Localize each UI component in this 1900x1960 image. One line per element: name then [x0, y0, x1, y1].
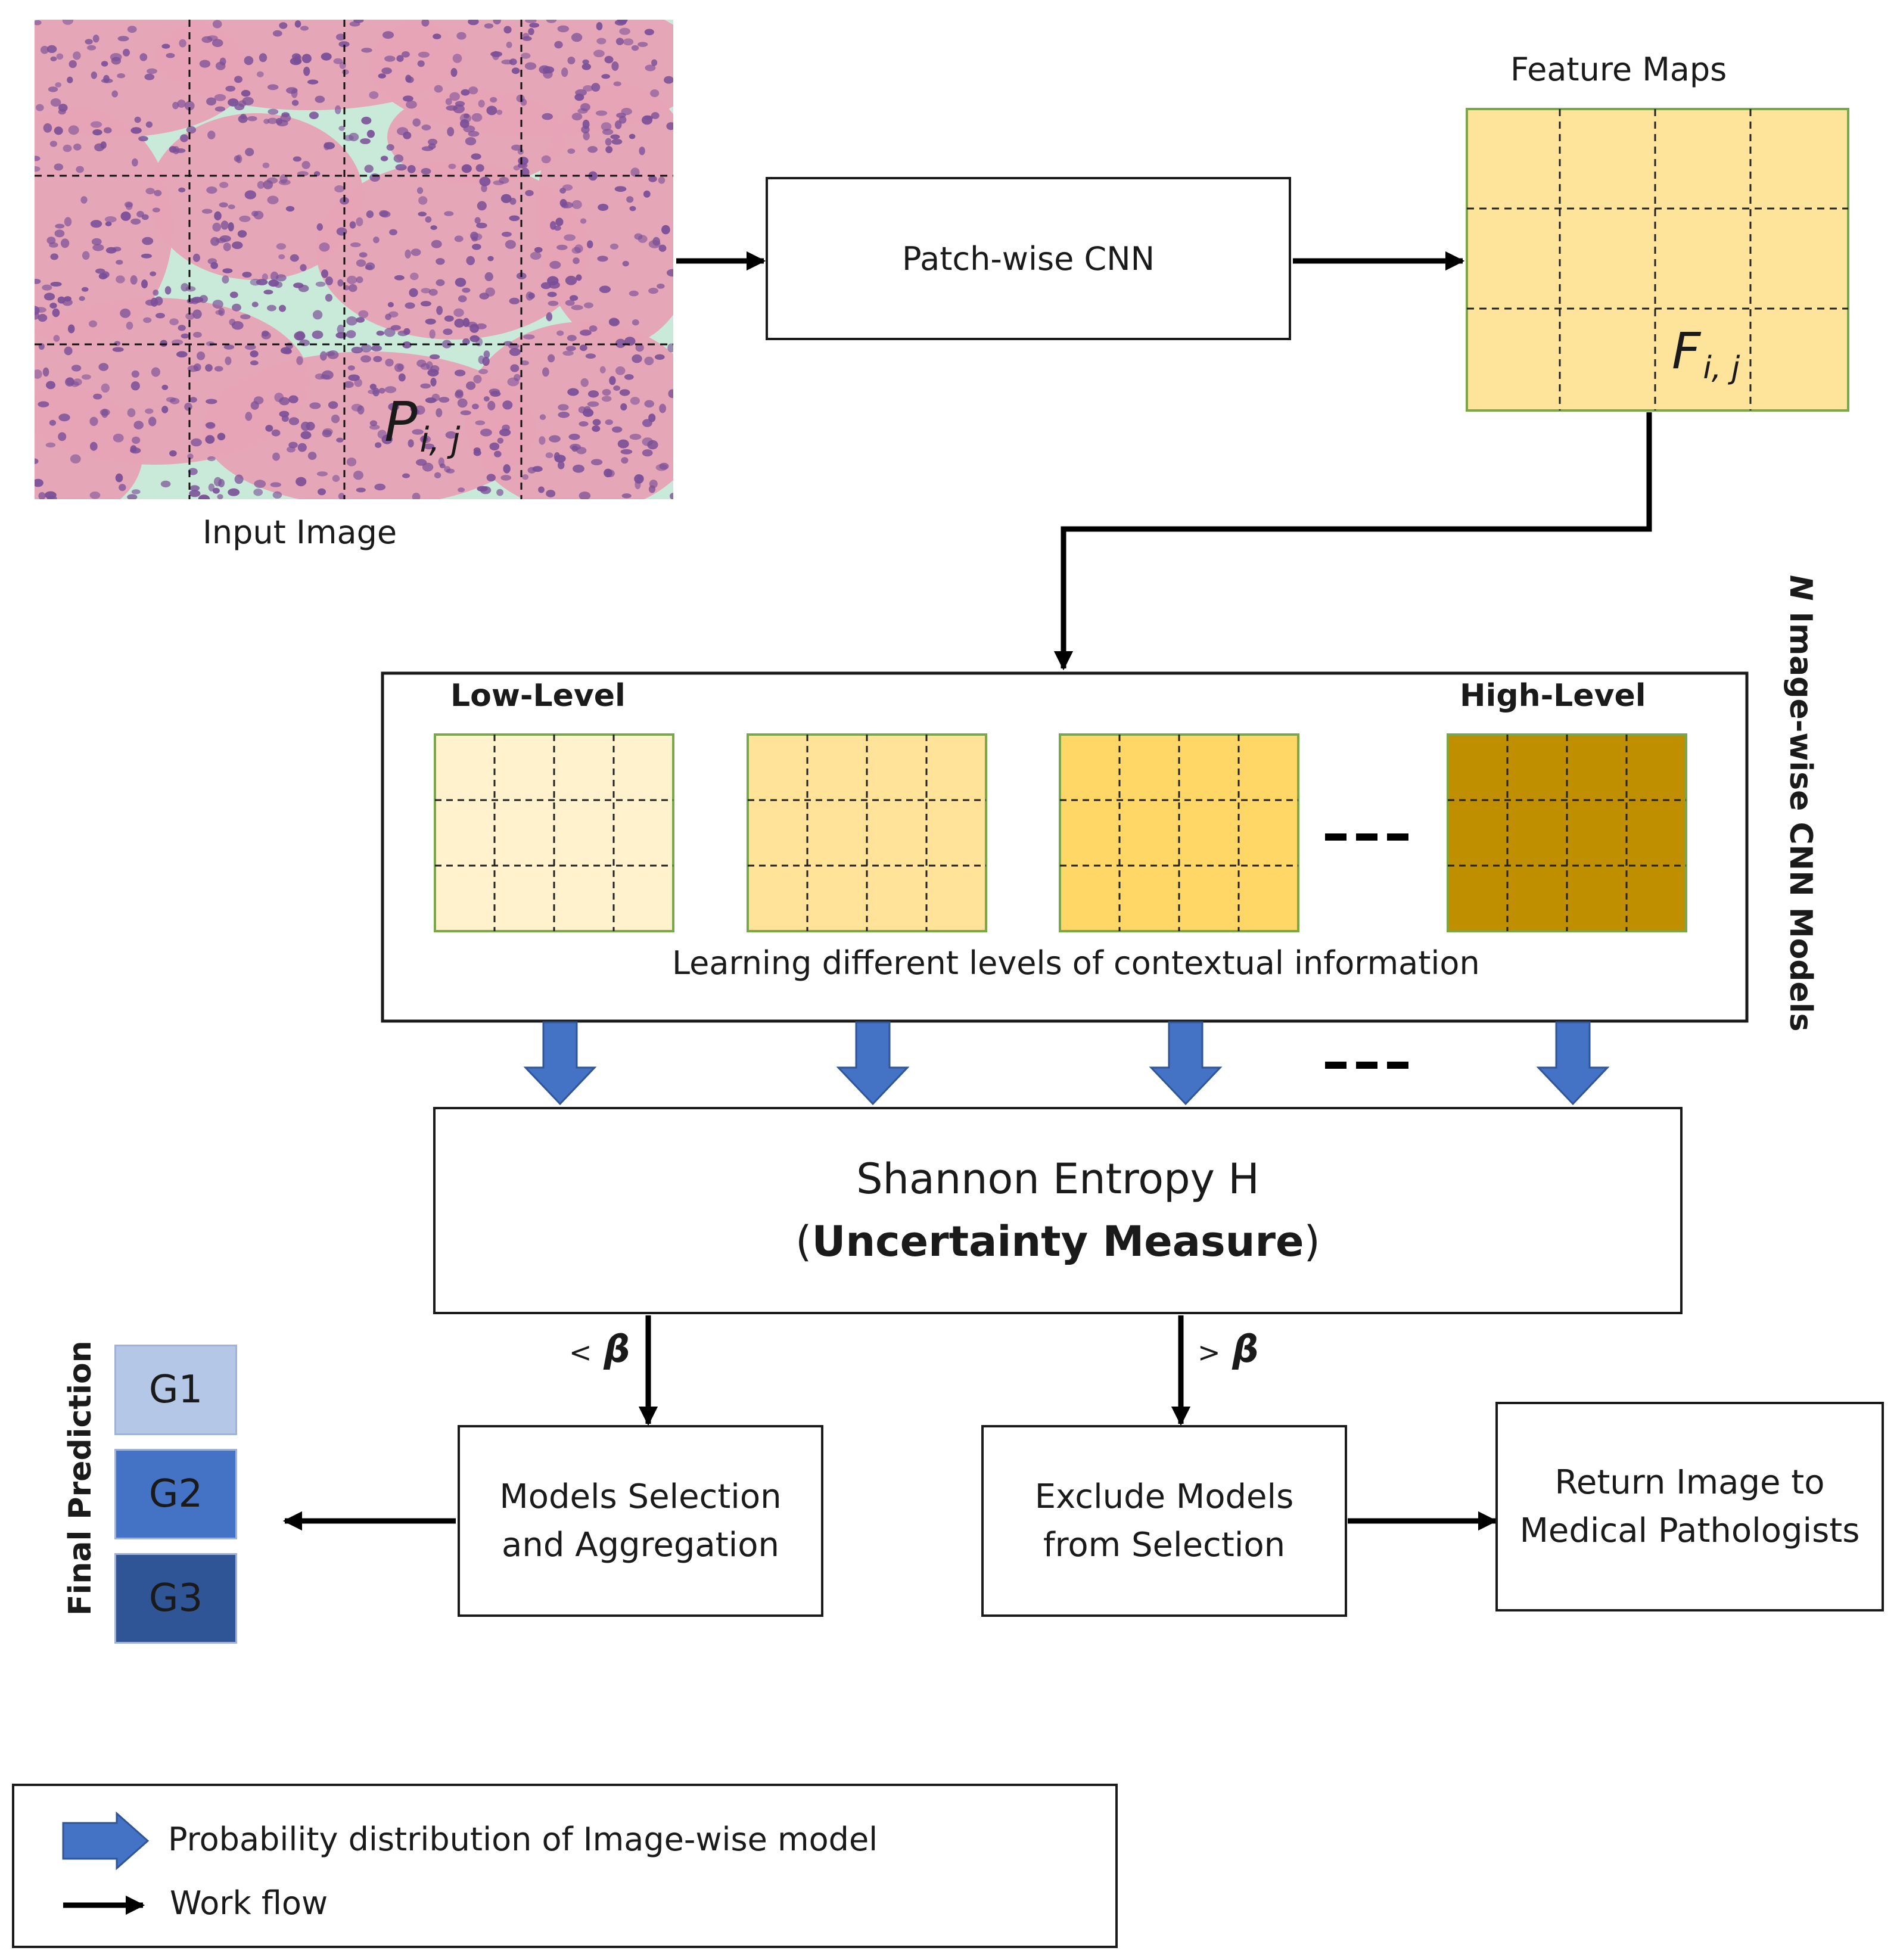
input-image-caption: Input Image [203, 514, 397, 551]
return-image-line1: Return Image to [1554, 1463, 1825, 1502]
patch-symbol-letter: P [384, 390, 418, 454]
feature-symbol-letter: F [1672, 322, 1701, 380]
return-image-line2: Medical Pathologists [1519, 1511, 1860, 1550]
legend-flow-label: Work flow [170, 1884, 328, 1922]
side-label-text: Image-wise CNN Models [1783, 601, 1818, 1032]
legend-blue-arrow-icon [62, 1811, 150, 1871]
exclude-models-line2: from Selection [1043, 1526, 1286, 1564]
prob-arrow-1 [523, 1021, 597, 1106]
exclude-models-line1: Exclude Models [1034, 1477, 1294, 1516]
shannon-entropy-box: Shannon Entropy H (Uncertainty Measure) [433, 1107, 1683, 1314]
prob-arrow-2 [836, 1021, 910, 1106]
high-level-label: High-Level [1460, 678, 1646, 714]
prob-arrow-4 [1536, 1021, 1610, 1106]
feature-map-grid [1466, 108, 1849, 412]
low-level-label: Low-Level [450, 678, 626, 714]
models-selection-line2: and Aggregation [502, 1526, 779, 1564]
feature-symbol-subscript: i, j [1703, 350, 1740, 386]
level-grid-3 [1059, 733, 1299, 932]
level-grid-2 [747, 733, 987, 932]
contextual-info-caption: Learning different levels of contextual … [672, 944, 1480, 982]
entropy-subtitle: (Uncertainty Measure) [795, 1217, 1320, 1266]
grade-g3: G3 [114, 1553, 237, 1644]
level-grid-4 [1447, 733, 1687, 932]
workflow-arrows [282, 251, 1652, 1531]
input-image-patch-grid [35, 20, 673, 499]
less-than-beta-label: < β [569, 1327, 630, 1371]
patch-symbol-subscript: i, j [419, 421, 461, 461]
image-wise-models-side-label: N Image-wise CNN Models [1783, 575, 1818, 1032]
legend-box [12, 1784, 1118, 1948]
entropy-title: Shannon Entropy H [856, 1155, 1260, 1203]
grade-g1: G1 [114, 1345, 237, 1435]
feature-map-grid-lines [1467, 109, 1848, 410]
grade-g2: G2 [114, 1449, 237, 1539]
arrow-feature-maps-to-models [1053, 412, 1652, 671]
legend-prob-label: Probability distribution of Image-wise m… [168, 1821, 878, 1858]
exclude-models-box: Exclude Models from Selection [981, 1425, 1347, 1617]
input-image [35, 20, 673, 499]
models-selection-box: Models Selection and Aggregation [458, 1425, 823, 1617]
side-label-n: N [1783, 575, 1818, 601]
feature-symbol: Fi, j [1672, 322, 1740, 386]
greater-than-beta-label: > β [1198, 1327, 1259, 1371]
prob-arrow-3 [1149, 1021, 1223, 1106]
patch-wise-cnn-box: Patch-wise CNN [766, 177, 1291, 340]
patch-wise-cnn-label: Patch-wise CNN [902, 239, 1155, 278]
final-prediction-label: Final Prediction [63, 1340, 98, 1616]
feature-maps-title: Feature Maps [1510, 51, 1727, 88]
level-grid-1 [434, 733, 674, 932]
patch-symbol: Pi, j [384, 390, 460, 460]
models-selection-line1: Models Selection [499, 1477, 782, 1516]
return-image-box: Return Image to Medical Pathologists [1495, 1402, 1884, 1611]
uncertainty-measure-label: Uncertainty Measure [811, 1217, 1304, 1266]
